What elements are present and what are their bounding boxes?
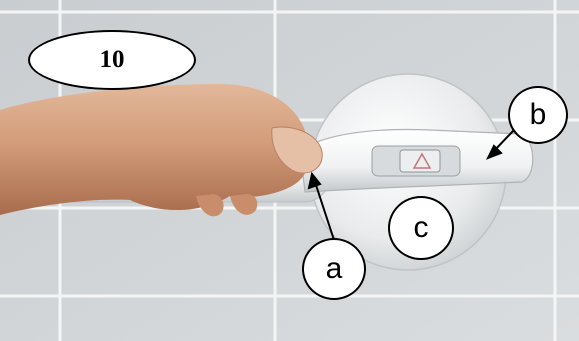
step-number: 10 bbox=[99, 46, 125, 73]
thumb bbox=[271, 126, 323, 174]
callout-b: b bbox=[508, 86, 568, 144]
callout-c: c bbox=[388, 196, 454, 260]
arrow-pointer-icon bbox=[307, 129, 515, 241]
warning-triangle-icon bbox=[412, 152, 432, 169]
callout-a: a bbox=[302, 238, 366, 300]
step-number-badge: 10 bbox=[28, 30, 196, 90]
callout-a-label: a bbox=[325, 252, 343, 285]
callout-b-label: b bbox=[529, 98, 547, 131]
arm bbox=[0, 84, 310, 215]
callout-c-label: c bbox=[413, 211, 429, 244]
